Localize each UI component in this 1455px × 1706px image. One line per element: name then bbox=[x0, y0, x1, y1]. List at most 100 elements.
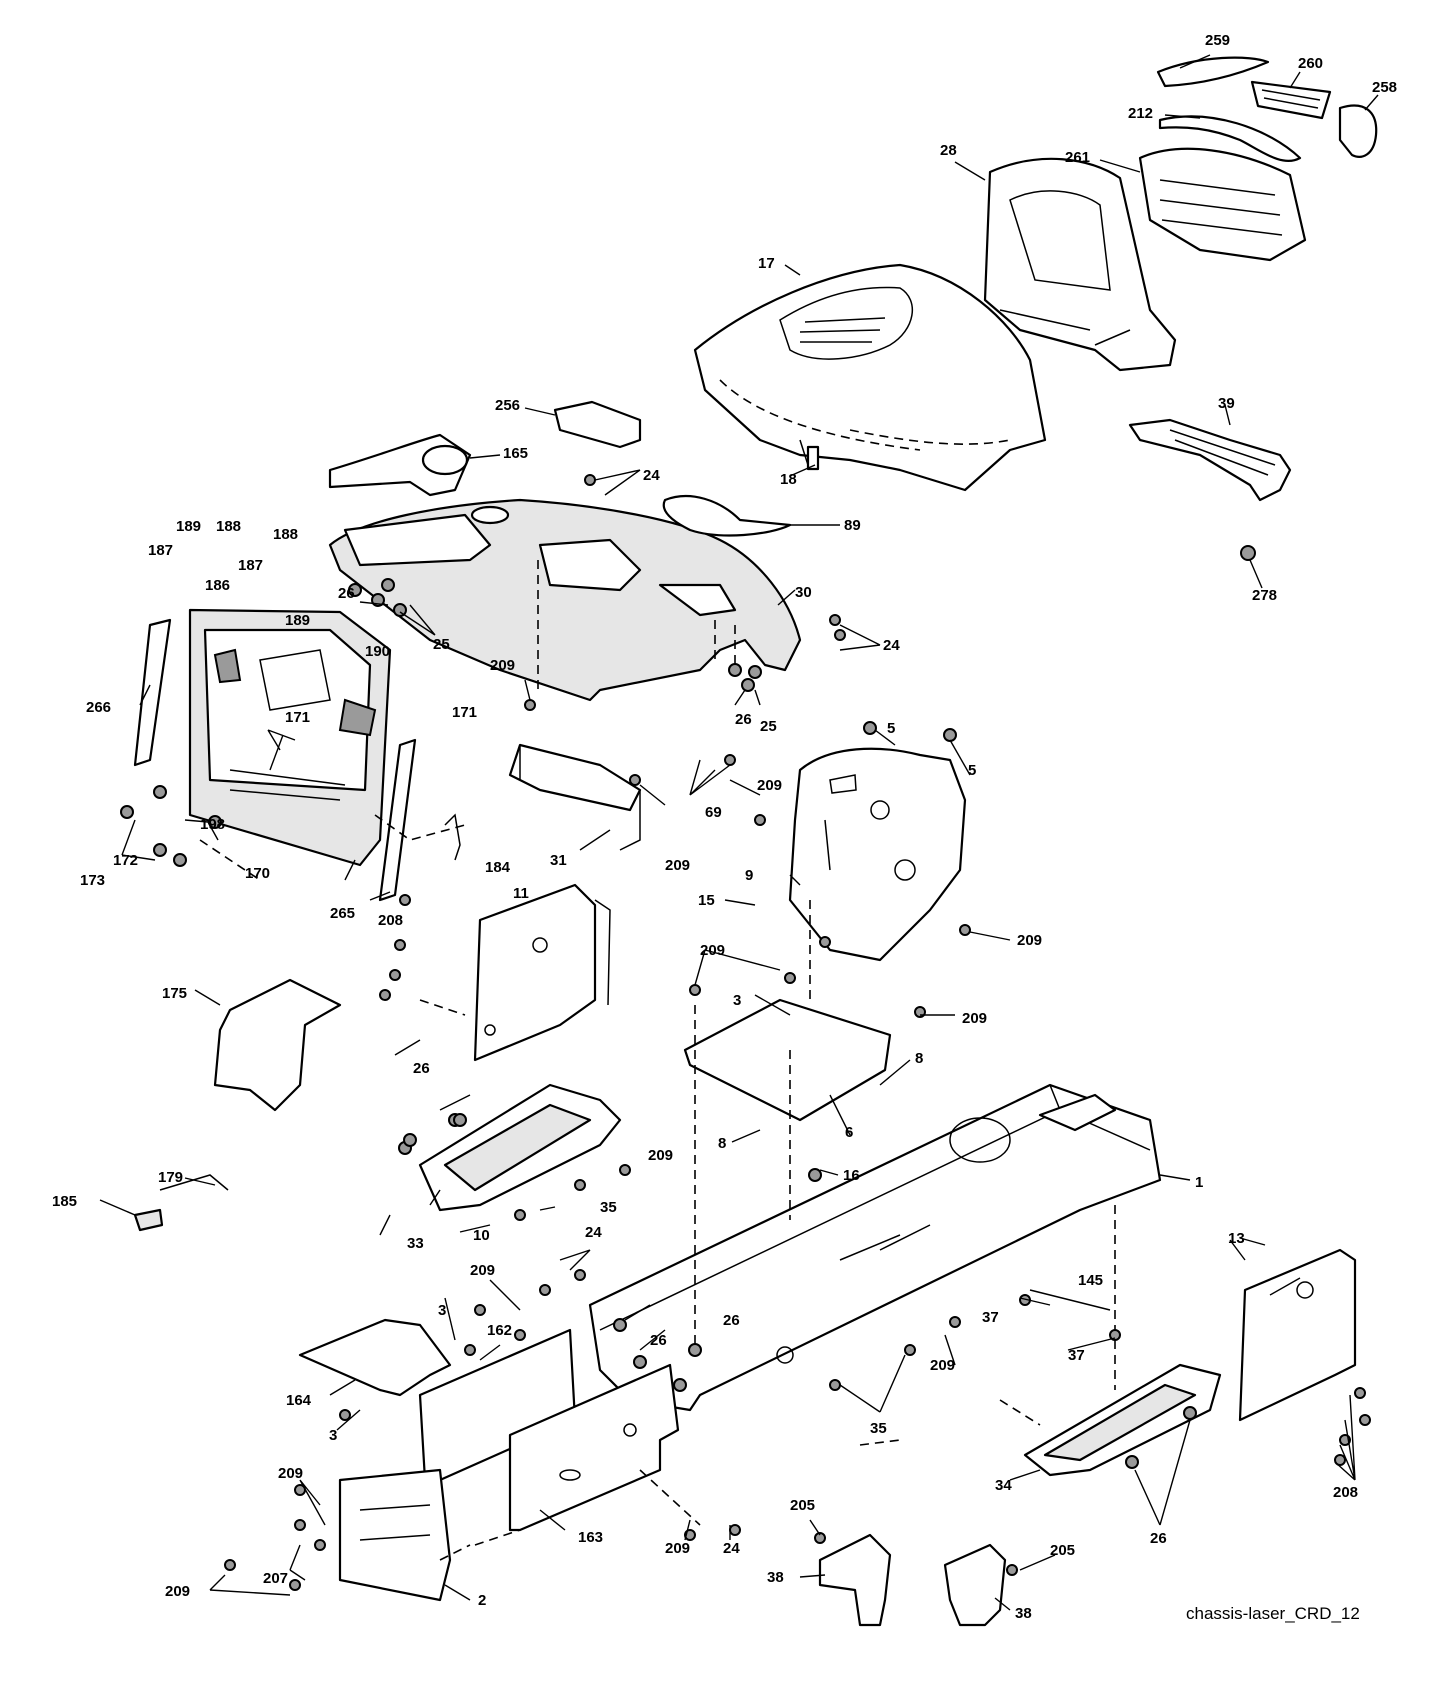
label-37-b: 37 bbox=[1068, 1347, 1085, 1364]
label-15: 15 bbox=[698, 892, 715, 909]
label-3-a: 3 bbox=[733, 992, 741, 1009]
label-5-b: 5 bbox=[968, 762, 976, 779]
label-38-a: 38 bbox=[767, 1569, 784, 1586]
label-35-a: 35 bbox=[600, 1199, 617, 1216]
label-170: 170 bbox=[245, 865, 270, 882]
part-258-side-cap bbox=[1338, 104, 1378, 158]
label-89: 89 bbox=[844, 517, 861, 534]
label-173: 173 bbox=[80, 872, 105, 889]
part-278-bolt bbox=[1240, 545, 1256, 561]
part-38-bracket-right bbox=[943, 1543, 1007, 1627]
label-208-b: 208 bbox=[1333, 1484, 1358, 1501]
label-25-top: 25 bbox=[433, 636, 450, 653]
part-18-strap bbox=[806, 445, 820, 471]
label-209-e: 209 bbox=[700, 942, 725, 959]
part-212-grille-trim bbox=[1158, 115, 1302, 163]
diagram-caption: chassis-laser_CRD_12 bbox=[1186, 1604, 1360, 1623]
label-209-a: 209 bbox=[490, 657, 515, 674]
label-278: 278 bbox=[1252, 587, 1277, 604]
label-256: 256 bbox=[495, 397, 520, 414]
part-266-side-strip bbox=[133, 618, 172, 767]
label-162: 162 bbox=[487, 1322, 512, 1339]
label-260: 260 bbox=[1298, 55, 1323, 72]
label-175: 175 bbox=[162, 985, 187, 1002]
label-30: 30 bbox=[795, 584, 812, 601]
label-209-l: 209 bbox=[165, 1583, 190, 1600]
label-18: 18 bbox=[780, 471, 797, 488]
label-258: 258 bbox=[1372, 79, 1397, 96]
label-265: 265 bbox=[330, 905, 355, 922]
label-17: 17 bbox=[758, 255, 775, 272]
label-34: 34 bbox=[995, 1477, 1012, 1494]
label-11: 11 bbox=[513, 885, 529, 902]
label-209-h: 209 bbox=[470, 1262, 495, 1279]
label-28: 28 bbox=[940, 142, 957, 159]
label-208-a: 208 bbox=[378, 912, 403, 929]
label-209-f: 209 bbox=[962, 1010, 987, 1027]
part-11-side-panel bbox=[473, 883, 611, 1062]
part-256-cover bbox=[553, 400, 642, 449]
label-184: 184 bbox=[485, 859, 511, 876]
label-179: 179 bbox=[158, 1169, 183, 1186]
leader-lines bbox=[99, 54, 1379, 1611]
label-209-b: 209 bbox=[757, 777, 782, 794]
label-26-d: 26 bbox=[650, 1332, 667, 1349]
label-26-b: 26 bbox=[413, 1060, 430, 1077]
label-212: 212 bbox=[1128, 105, 1153, 122]
part-185-knob bbox=[133, 1208, 164, 1232]
label-26-mid: 26 bbox=[735, 711, 752, 728]
label-209-c: 209 bbox=[665, 857, 690, 874]
label-24-b: 24 bbox=[585, 1224, 602, 1241]
assembly-lines bbox=[199, 560, 1116, 1561]
part-179-rod bbox=[159, 1174, 229, 1191]
label-209-j: 209 bbox=[278, 1465, 303, 1482]
label-2: 2 bbox=[478, 1592, 486, 1609]
part-38-bracket-left bbox=[818, 1533, 892, 1627]
label-31: 31 bbox=[550, 852, 567, 869]
label-266: 266 bbox=[86, 699, 111, 716]
label-3-c: 3 bbox=[329, 1427, 337, 1444]
part-260-grille-insert bbox=[1250, 80, 1332, 120]
part-89-pad bbox=[662, 495, 792, 537]
part-17-hood bbox=[693, 263, 1047, 492]
label-209-d: 209 bbox=[1017, 932, 1042, 949]
label-24: 24 bbox=[643, 467, 660, 484]
label-205-b: 205 bbox=[1050, 1542, 1075, 1559]
part-13-side-panel bbox=[1238, 1248, 1357, 1422]
label-8-b: 8 bbox=[718, 1135, 726, 1152]
label-165: 165 bbox=[503, 445, 528, 462]
part-164-bracket bbox=[298, 1318, 452, 1397]
label-26-top: 26 bbox=[338, 585, 355, 602]
label-188-top: 188 bbox=[216, 518, 241, 535]
label-186: 186 bbox=[205, 577, 230, 594]
label-10: 10 bbox=[473, 1227, 490, 1244]
label-261: 261 bbox=[1065, 149, 1090, 166]
label-69: 69 bbox=[705, 804, 722, 821]
label-209-i: 209 bbox=[930, 1357, 955, 1374]
label-3-b: 3 bbox=[438, 1302, 446, 1319]
part-labels: 259 260 258 212 28 261 17 39 256 165 24 … bbox=[52, 32, 1397, 1622]
label-187-mid: 187 bbox=[238, 557, 263, 574]
label-171-right: 171 bbox=[452, 704, 477, 721]
label-16: 16 bbox=[843, 1167, 860, 1184]
label-26-c: 26 bbox=[723, 1312, 740, 1329]
part-34-foot-rest bbox=[1023, 1363, 1222, 1477]
part-31-bracket bbox=[508, 743, 642, 851]
label-8-a: 8 bbox=[915, 1050, 923, 1067]
label-39: 39 bbox=[1218, 395, 1235, 412]
part-162-panel bbox=[418, 1328, 577, 1482]
label-164: 164 bbox=[286, 1392, 312, 1409]
label-25-mid: 25 bbox=[760, 718, 777, 735]
part-265-side-strip bbox=[378, 738, 417, 902]
label-24-c: 24 bbox=[723, 1540, 740, 1557]
part-145-bar bbox=[1029, 1289, 1111, 1311]
label-145: 145 bbox=[1078, 1272, 1103, 1289]
label-171-left: 171 bbox=[285, 709, 310, 726]
label-207: 207 bbox=[263, 1570, 288, 1587]
part-184-spring bbox=[444, 813, 461, 861]
label-35-b: 35 bbox=[870, 1420, 887, 1437]
label-24-right: 24 bbox=[883, 637, 900, 654]
label-259: 259 bbox=[1205, 32, 1230, 49]
label-38-b: 38 bbox=[1015, 1605, 1032, 1622]
